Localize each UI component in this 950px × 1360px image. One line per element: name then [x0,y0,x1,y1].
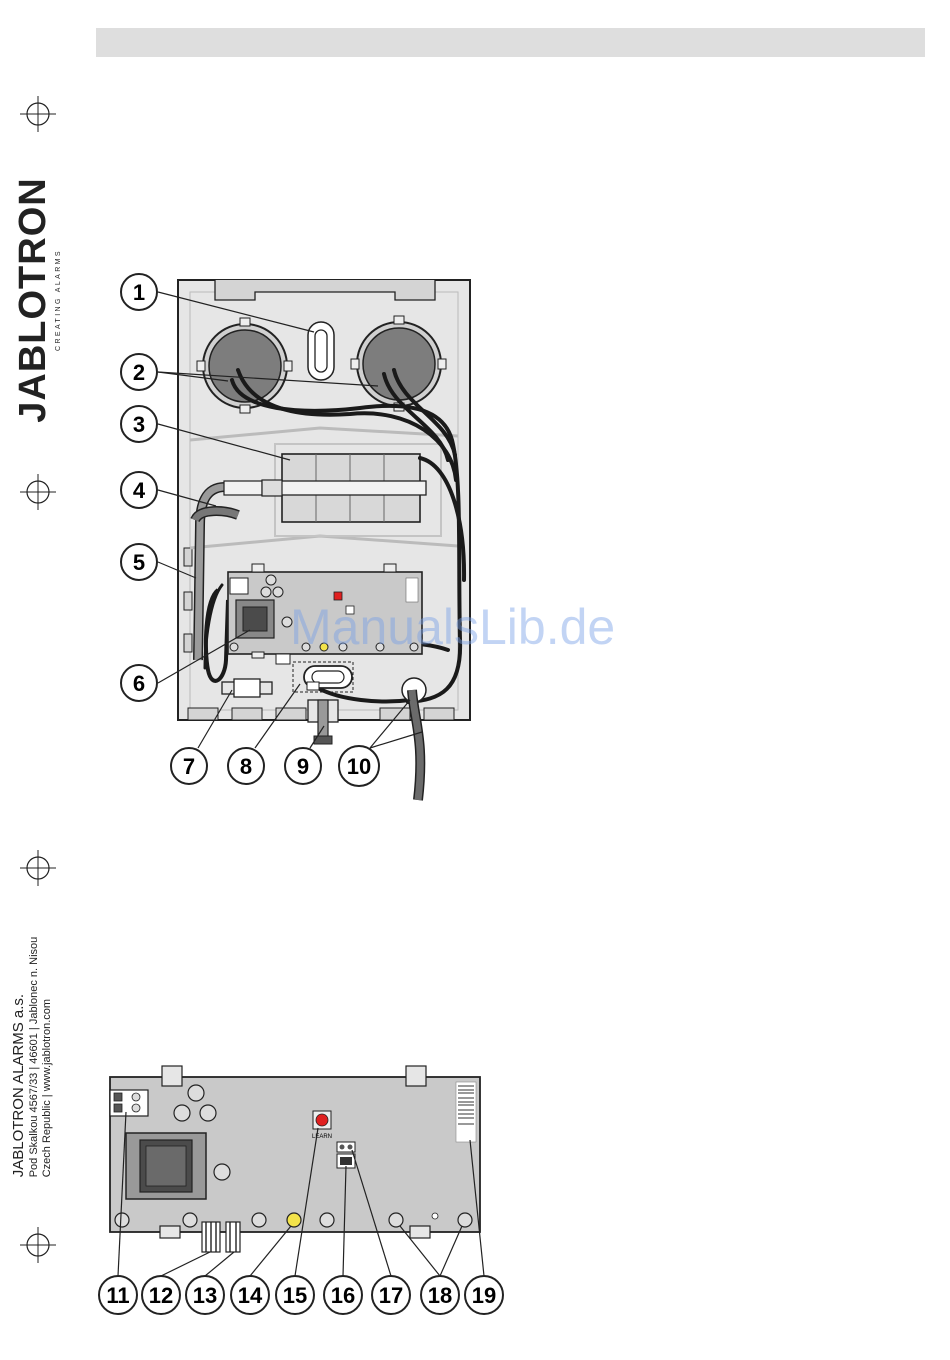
callout-3: 3 [121,406,157,442]
callout-18: 18 [421,1276,459,1314]
svg-text:4: 4 [133,478,146,503]
callout-16: 16 [324,1276,362,1314]
svg-text:15: 15 [283,1283,307,1308]
callout-8: 8 [228,748,264,784]
tamper-screw [308,700,338,744]
svg-text:6: 6 [133,671,145,696]
callout-12: 12 [142,1276,180,1314]
learn-label: LEARN [312,1134,332,1140]
electronics-board-detail: LEARN [110,1066,480,1252]
callout-14: 14 [231,1276,269,1314]
callout-1: 1 [121,274,157,310]
svg-text:14: 14 [238,1283,263,1308]
svg-text:1: 1 [133,280,145,305]
callout-15: 15 [276,1276,314,1314]
callout-13: 13 [186,1276,224,1314]
callout-2: 2 [121,354,157,390]
svg-text:2: 2 [133,360,145,385]
callouts-lower: 11 12 13 14 15 16 17 18 19 [99,1276,503,1314]
svg-text:3: 3 [133,412,145,437]
svg-text:10: 10 [347,754,371,779]
callout-10: 10 [339,746,379,786]
svg-text:9: 9 [297,754,309,779]
svg-text:18: 18 [428,1283,452,1308]
callout-11: 11 [99,1276,137,1314]
callout-5: 5 [121,544,157,580]
battery-pack [262,454,426,522]
callout-17: 17 [372,1276,410,1314]
svg-text:16: 16 [331,1283,355,1308]
svg-text:13: 13 [193,1283,217,1308]
callout-4: 4 [121,472,157,508]
cable-entry [402,678,426,800]
svg-text:17: 17 [379,1283,403,1308]
watermark: ManualsLib.de [290,598,615,656]
svg-text:7: 7 [183,754,195,779]
svg-text:8: 8 [240,754,252,779]
callout-19: 19 [465,1276,503,1314]
callout-9: 9 [285,748,321,784]
svg-text:12: 12 [149,1283,173,1308]
svg-text:11: 11 [106,1283,129,1308]
svg-text:5: 5 [133,550,145,575]
svg-text:19: 19 [472,1283,496,1308]
mounting-keyhole [308,322,334,380]
callout-6: 6 [121,665,157,701]
callout-7: 7 [171,748,207,784]
